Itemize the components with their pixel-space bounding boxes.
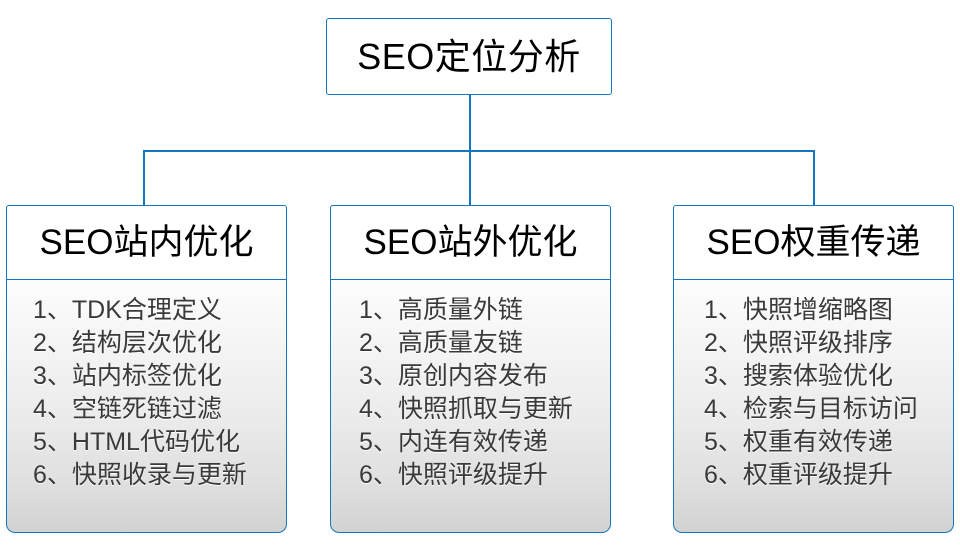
list-item: 4、检索与目标访问 [704,395,918,423]
connector-drop-left [143,150,145,205]
branch-header-onsite[interactable]: SEO站内优化 [6,205,287,280]
list-item: 1、快照增缩略图 [704,296,893,324]
branch-header-label: SEO站内优化 [39,223,254,262]
connector-drop-middle [469,150,471,205]
branch-card-offsite[interactable]: SEO站外优化 1、高质量外链 2、高质量友链 3、原创内容发布 4、快照抓取与… [330,205,611,533]
branch-body-weight-transfer: 1、快照增缩略图 2、快照评级排序 3、搜索体验优化 4、检索与目标访问 5、权… [673,280,954,533]
list-item: 5、权重有效传递 [704,428,893,456]
connector-root-vertical [469,95,471,151]
branch-body-onsite: 1、TDK合理定义 2、结构层次优化 3、站内标签优化 4、空链死链过滤 5、H… [6,280,287,533]
list-item: 5、HTML代码优化 [33,428,240,456]
list-item: 3、原创内容发布 [359,362,548,390]
list-item: 6、快照收录与更新 [33,461,247,489]
list-item: 5、内连有效传递 [359,428,548,456]
list-item: 2、快照评级排序 [704,329,893,357]
connector-horizontal-bus [143,150,815,152]
list-item: 3、搜索体验优化 [704,362,893,390]
branch-body-offsite: 1、高质量外链 2、高质量友链 3、原创内容发布 4、快照抓取与更新 5、内连有… [330,280,611,533]
list-item: 3、站内标签优化 [33,362,222,390]
branch-header-label: SEO站外优化 [363,223,578,262]
root-node-label: SEO定位分析 [357,35,581,77]
branch-card-weight-transfer[interactable]: SEO权重传递 1、快照增缩略图 2、快照评级排序 3、搜索体验优化 4、检索与… [673,205,954,533]
list-item: 1、TDK合理定义 [33,296,222,324]
root-node-seo-positioning-analysis[interactable]: SEO定位分析 [326,18,612,95]
list-item: 4、快照抓取与更新 [359,395,573,423]
list-item: 6、权重评级提升 [704,461,893,489]
list-item: 2、高质量友链 [359,329,523,357]
branch-header-weight-transfer[interactable]: SEO权重传递 [673,205,954,280]
branch-item-list: 1、TDK合理定义 2、结构层次优化 3、站内标签优化 4、空链死链过滤 5、H… [7,294,286,492]
list-item: 2、结构层次优化 [33,329,222,357]
branch-header-label: SEO权重传递 [706,223,921,262]
branch-item-list: 1、快照增缩略图 2、快照评级排序 3、搜索体验优化 4、检索与目标访问 5、权… [674,294,953,492]
list-item: 1、高质量外链 [359,296,523,324]
list-item: 4、空链死链过滤 [33,395,222,423]
branch-header-offsite[interactable]: SEO站外优化 [330,205,611,280]
branch-card-onsite[interactable]: SEO站内优化 1、TDK合理定义 2、结构层次优化 3、站内标签优化 4、空链… [6,205,287,533]
list-item: 6、快照评级提升 [359,461,548,489]
connector-drop-right [813,150,815,205]
branch-item-list: 1、高质量外链 2、高质量友链 3、原创内容发布 4、快照抓取与更新 5、内连有… [331,294,610,492]
